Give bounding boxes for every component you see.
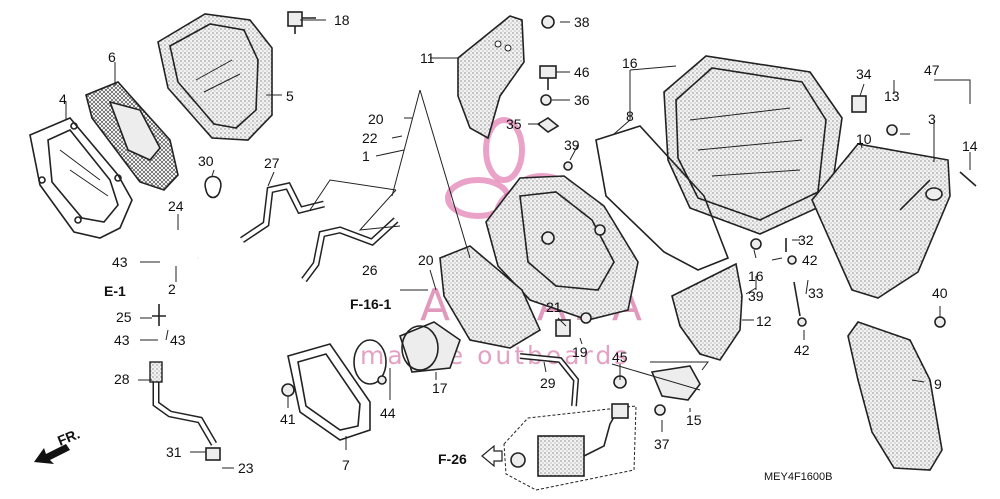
callout-17: 17 <box>432 380 448 396</box>
callout-20b: 20 <box>418 252 434 268</box>
callout-16b: 16 <box>748 268 764 284</box>
part-10-side-cover <box>811 143 951 299</box>
callout-16a: 16 <box>622 55 638 71</box>
ref-f16-1[interactable]: F-16-1 <box>350 296 391 312</box>
callout-46: 46 <box>574 64 590 80</box>
callout-38: 38 <box>574 14 590 30</box>
callout-14: 14 <box>962 138 978 154</box>
part-5-cover <box>157 13 273 141</box>
part-17-duct <box>353 245 542 385</box>
callout-20a: 20 <box>368 111 384 127</box>
callout-41: 41 <box>280 411 296 427</box>
callout-42b: 42 <box>794 342 810 358</box>
callout-45: 45 <box>612 349 628 365</box>
callout-22: 22 <box>362 130 378 146</box>
part-4-frame <box>29 117 133 239</box>
callout-29: 29 <box>540 375 556 391</box>
arrow-left-icon <box>481 444 503 468</box>
callout-9: 9 <box>934 376 942 392</box>
callout-30: 30 <box>198 153 214 169</box>
callout-31: 31 <box>166 444 182 460</box>
part-12-bracket <box>671 262 743 361</box>
callout-35: 35 <box>506 116 522 132</box>
callout-40: 40 <box>932 285 948 301</box>
front-arrow-icon <box>34 444 70 464</box>
callout-25: 25 <box>116 309 132 325</box>
callout-11: 11 <box>420 50 435 66</box>
fasteners-34-13-14 <box>851 95 977 187</box>
callout-2: 2 <box>168 281 176 297</box>
callout-39a: 39 <box>564 137 580 153</box>
ref-f26[interactable]: F-26 <box>438 451 467 467</box>
callout-5: 5 <box>286 88 294 104</box>
callout-3: 3 <box>928 111 936 127</box>
callout-28: 28 <box>114 371 130 387</box>
part-18-valve <box>287 11 316 34</box>
ref-e1[interactable]: E-1 <box>104 283 126 299</box>
hose-parts <box>150 175 399 283</box>
callout-26: 26 <box>362 262 378 278</box>
callout-labels: 18 5 6 4 30 27 24 43 E-1 2 25 43 43 28 3… <box>59 12 978 483</box>
callout-34: 34 <box>856 66 872 82</box>
callout-15: 15 <box>686 412 702 428</box>
callout-7: 7 <box>342 457 350 473</box>
callout-10: 10 <box>856 131 872 147</box>
part-9-guard <box>847 321 943 471</box>
callout-1: 1 <box>362 148 370 164</box>
leader-lines <box>65 19 971 469</box>
callout-42a: 42 <box>802 252 818 268</box>
callout-19: 19 <box>572 344 588 360</box>
callout-27: 27 <box>264 155 280 171</box>
part-6-mesh-filter <box>85 81 179 191</box>
callout-8: 8 <box>626 108 634 124</box>
callout-21: 21 <box>546 299 562 315</box>
part-11-bracket <box>457 15 525 140</box>
callout-43b: 43 <box>114 332 130 348</box>
part-28-drain-tube <box>149 304 221 461</box>
callout-33: 33 <box>808 285 824 301</box>
fasteners-32-33-42-40 <box>750 238 946 328</box>
callout-13: 13 <box>884 88 900 104</box>
callout-4: 4 <box>59 91 67 107</box>
callout-43a: 43 <box>112 254 128 270</box>
fasteners-38-46-36-35 <box>536 15 573 171</box>
callout-18: 18 <box>334 12 350 28</box>
front-direction-indicator: FR. <box>34 425 82 464</box>
callout-24: 24 <box>168 198 184 214</box>
part-29-tube <box>519 312 592 407</box>
diagram-code: MEY4F1600B <box>764 471 832 483</box>
callout-32: 32 <box>798 232 814 248</box>
part-f26-electrical-unit <box>503 403 637 491</box>
callout-12: 12 <box>756 313 772 329</box>
callout-47: 47 <box>924 62 940 78</box>
callout-44: 44 <box>380 405 396 421</box>
callout-36: 36 <box>574 92 590 108</box>
callout-37: 37 <box>654 436 670 452</box>
callout-23: 23 <box>238 460 254 476</box>
callout-43c: 43 <box>170 332 186 348</box>
callout-6: 6 <box>108 49 116 65</box>
part-air-box-housing <box>595 55 843 271</box>
callout-39b: 39 <box>748 288 764 304</box>
front-label: FR. <box>55 425 82 448</box>
